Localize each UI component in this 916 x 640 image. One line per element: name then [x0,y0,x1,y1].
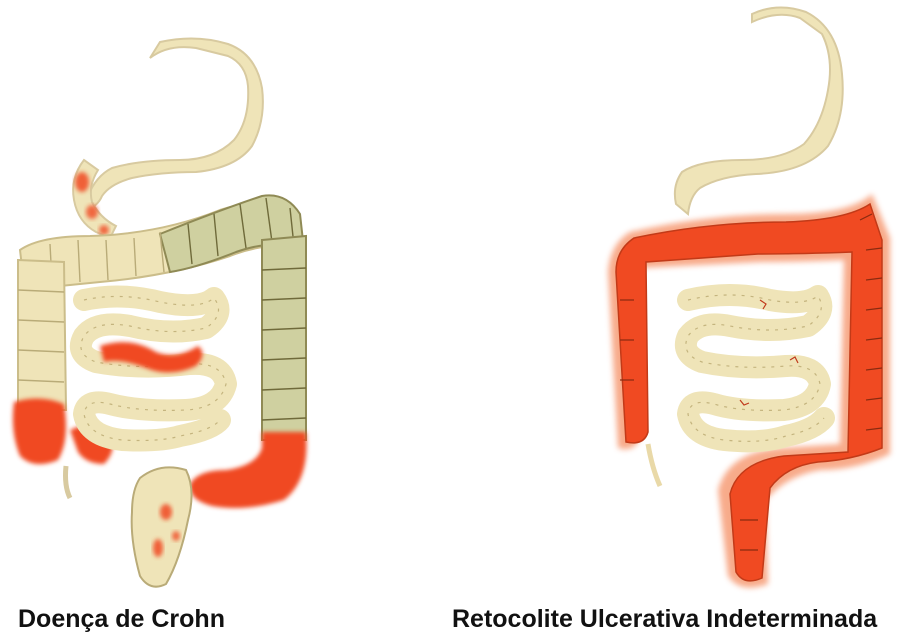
small-intestine [686,295,824,441]
appendix [66,466,71,498]
duodenum-lesion [75,172,89,192]
rectum [132,467,192,586]
ulcerative-colitis-illustration [590,0,916,600]
rectum-lesion [160,504,172,520]
duodenum-lesion [86,205,98,219]
crohn-intestine-diagram [0,0,330,600]
rectum-lesion [153,539,163,557]
appendix [648,444,660,486]
descending-colon [262,236,306,440]
cecum-lesion [13,398,66,464]
duodenum-lesion [99,225,109,235]
stomach [675,7,843,214]
ascending-colon [18,260,66,410]
crohn-illustration [0,0,330,600]
rectum-lesion [172,531,180,541]
rcu-intestine-diagram [590,0,916,600]
caption-ulcerative-colitis: Retocolite Ulcerativa Indeterminada [452,604,877,634]
stomach [84,38,263,212]
sigmoid-lesion [190,432,307,508]
caption-crohn: Doença de Crohn [18,604,225,634]
